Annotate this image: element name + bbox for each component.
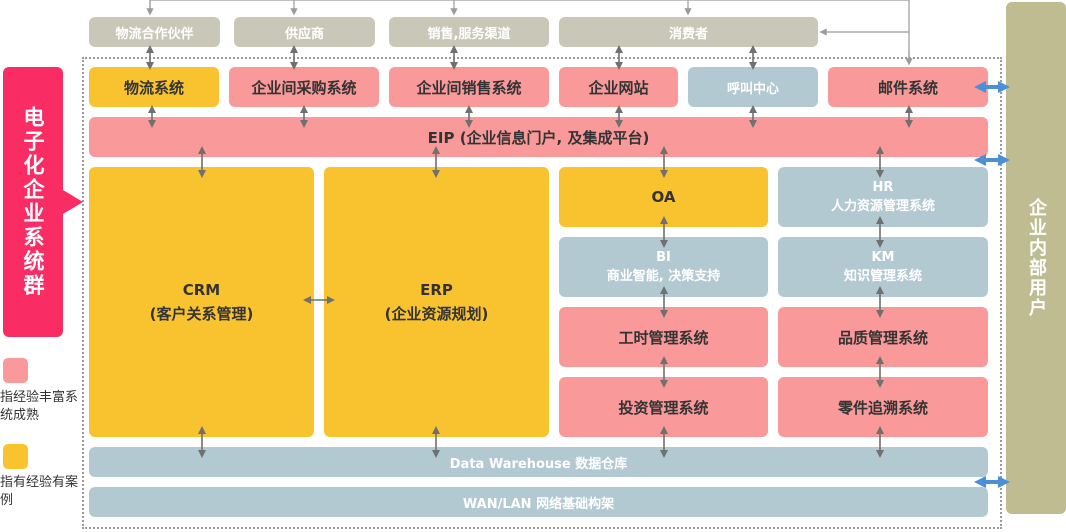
data-warehouse-bar: Data Warehouse 数据仓库 bbox=[89, 447, 988, 477]
oa-block: OA bbox=[559, 167, 768, 227]
bi-block: BI 商业智能, 决策支持 bbox=[559, 237, 768, 297]
km-block: KM 知识管理系统 bbox=[778, 237, 988, 297]
erp-subtitle: (企业资源规划) bbox=[384, 305, 489, 323]
legend-swatch-case bbox=[3, 444, 28, 469]
external-supplier: 供应商 bbox=[234, 17, 375, 47]
bi-title: BI bbox=[656, 250, 671, 265]
network-bar: WAN/LAN 网络基础构架 bbox=[89, 487, 988, 517]
logistics-system: 物流系统 bbox=[89, 67, 219, 107]
mail-system: 邮件系统 bbox=[828, 67, 988, 107]
b2b-purchase-system: 企业间采购系统 bbox=[229, 67, 379, 107]
legend-text-mature: 指经验丰富系统成熟 bbox=[0, 390, 79, 423]
bi-subtitle: 商业智能, 决策支持 bbox=[606, 269, 721, 284]
quality-system: 品质管理系统 bbox=[778, 307, 988, 367]
external-sales-channel: 销售,服务渠道 bbox=[389, 17, 549, 47]
hr-title: HR bbox=[872, 180, 894, 195]
enterprise-website: 企业网站 bbox=[559, 67, 678, 107]
km-title: KM bbox=[871, 250, 895, 265]
erp-block: ERP (企业资源规划) bbox=[324, 167, 549, 437]
crm-block: CRM (客户关系管理) bbox=[89, 167, 314, 437]
legend-swatch-mature bbox=[3, 358, 28, 383]
crm-subtitle: (客户关系管理) bbox=[149, 305, 254, 323]
worktime-system: 工时管理系统 bbox=[559, 307, 768, 367]
internal-users-label: 企业内部用户 bbox=[1006, 2, 1066, 514]
km-subtitle: 知识管理系统 bbox=[843, 269, 922, 284]
eip-portal-bar: EIP (企业信息门户, 及集成平台) bbox=[89, 117, 988, 157]
external-logistics-partner: 物流合作伙伴 bbox=[89, 17, 220, 47]
hr-subtitle: 人力资源管理系统 bbox=[830, 199, 935, 214]
call-center: 呼叫中心 bbox=[688, 67, 818, 107]
b2b-sales-system: 企业间销售系统 bbox=[389, 67, 549, 107]
e-enterprise-system-group-label: 电子化企业系统群 bbox=[3, 67, 63, 337]
investment-system: 投资管理系统 bbox=[559, 377, 768, 437]
external-consumer: 消费者 bbox=[559, 17, 818, 47]
hr-block: HR 人力资源管理系统 bbox=[778, 167, 988, 227]
legend-text-case: 指有经验有案例 bbox=[0, 475, 79, 508]
crm-title: CRM bbox=[182, 281, 221, 299]
erp-title: ERP bbox=[420, 281, 453, 299]
left-pointer-arrow-icon bbox=[63, 190, 83, 214]
parts-trace-system: 零件追溯系统 bbox=[778, 377, 988, 437]
